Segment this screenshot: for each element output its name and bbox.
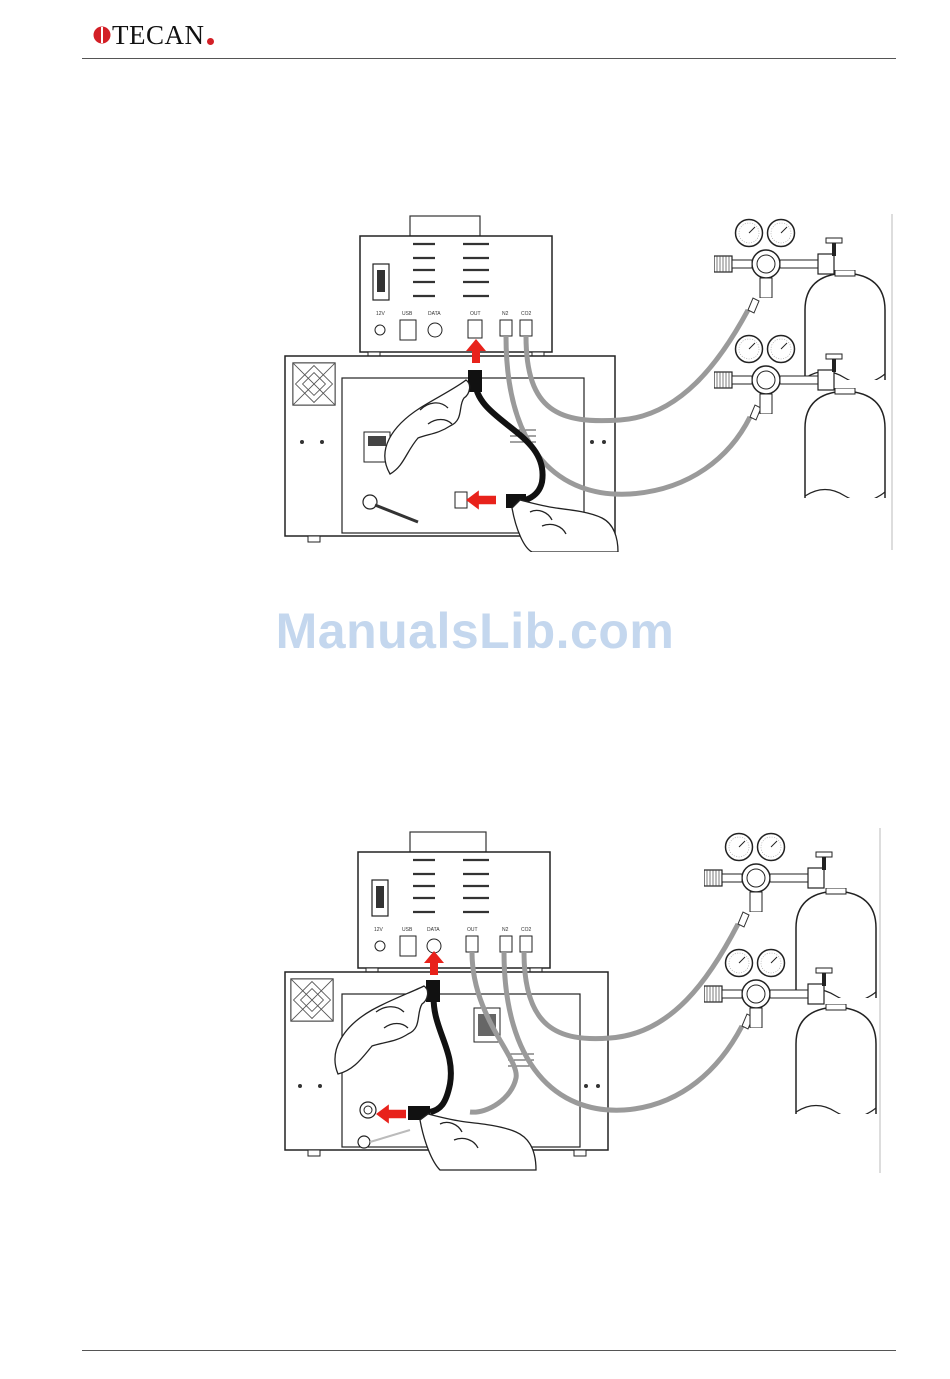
gas-cylinder-icon bbox=[796, 1004, 876, 1117]
port-label-co2: CO2 bbox=[521, 927, 532, 933]
co2-regulator bbox=[704, 834, 876, 1002]
logo-text: TECAN bbox=[112, 20, 205, 51]
port-label-n2: N2 bbox=[502, 311, 509, 317]
port-label-usb: USB bbox=[402, 927, 413, 933]
gas-module-unit: 12V USB DATA OUT N2 CO2 bbox=[360, 216, 552, 356]
port-label-data: DATA bbox=[427, 927, 440, 933]
tecan-logo: TECAN bbox=[93, 18, 214, 52]
port-label-12v: 12V bbox=[376, 311, 386, 317]
logo-dot bbox=[207, 38, 214, 45]
port-label-out: OUT bbox=[470, 311, 481, 317]
port-label-12v: 12V bbox=[374, 927, 384, 933]
footer-divider bbox=[82, 1350, 896, 1351]
port-label-data: DATA bbox=[428, 311, 441, 317]
port-label-co2: CO2 bbox=[521, 311, 532, 317]
gas-module-unit: 12V USB DATA OUT N2 CO2 bbox=[358, 832, 550, 972]
port-label-usb: USB bbox=[402, 311, 413, 317]
figure-gas-connection-out: 12V USB DATA OUT N2 CO2 bbox=[280, 212, 895, 552]
tecan-logo-icon bbox=[93, 26, 111, 44]
header-divider bbox=[82, 58, 896, 59]
figure-gas-connection-data: 12V USB DATA OUT N2 CO2 bbox=[280, 828, 895, 1173]
port-label-out: OUT bbox=[467, 927, 478, 933]
gas-cylinder-icon bbox=[805, 388, 885, 501]
port-label-n2: N2 bbox=[502, 927, 509, 933]
watermark-text: ManualsLib.com bbox=[0, 602, 950, 660]
gas-cylinder-icon bbox=[805, 270, 885, 383]
